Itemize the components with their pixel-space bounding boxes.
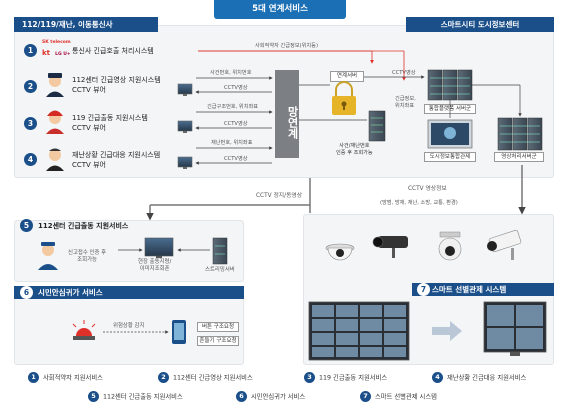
panel-6-btn1: 버튼 구조요청 [197,322,239,332]
firefighter-icon [46,110,64,134]
police-icon [46,73,64,97]
terminal-monitor-icon [144,237,174,258]
panel-5-server: 스트리밍서버 [205,267,235,273]
lock-icon [332,81,356,115]
officer-icon [38,242,58,270]
service-num-3: 3 [24,117,37,130]
diagram-title: 5대 연계서비스 [252,4,308,14]
flow-3-request: 긴급구조번호, 위치좌표 [207,104,259,110]
phone-icon [172,320,186,344]
siren-icon [72,320,96,340]
multi-view-monitor-right [483,301,547,356]
dome-camera-icon [325,243,355,261]
right-panel-header: 스마트시티 도시정보센터 [406,17,554,32]
flow-4-cctv: CCTV영상 [224,156,248,162]
flow-2-request: 사건번호, 위치번호 [210,70,252,76]
left-panel-header: 112/119/재난, 이동통신사 [14,17,158,32]
cctv-video-info-label: CCTV 영상정보 [408,186,447,192]
control-screen-label: 도시정보통합관제 [424,152,476,162]
service-1-label: 통신사 긴급호출 처리시스템 [72,47,154,55]
cctv-status-label: CCTV 정지/동영상 [256,193,303,199]
title-tab: 5대 연계서비스 [214,0,346,19]
platform-server-rack [427,69,473,101]
flow-4-request: 재난번호, 위치좌표 [211,140,253,146]
viewer-monitor-2 [177,83,193,96]
box-camera-icon [487,229,522,260]
panel-6-btn2: 흔들기 구조요청 [197,336,239,346]
panel-6-header-bar: 시민안심귀가 서비스 [14,286,244,299]
video-server-rack [497,117,543,151]
sk-logo: SK telecom [42,40,71,45]
video-server-label: 영상처리서버군 [494,152,544,162]
cctv-categories-label: (방범, 방재, 재난, 소방, 교통, 환경) [380,200,458,206]
panel-6-num: 6 [20,286,33,299]
right-emergency-info: 긴급정보, 위치좌표 [395,96,416,109]
lg-logo: LG U+ [55,52,71,57]
ptz-camera-icon [438,231,462,261]
network-link-block: 망연계 [275,70,299,158]
service-num-4: 4 [24,153,37,166]
flow-3-cctv: CCTV영상 [224,121,248,127]
auth-server-icon [368,110,386,142]
panel-7-num: 7 [417,283,430,296]
service-num-2: 2 [24,80,37,93]
panel-5-terminal: 현장 출동지령/ 이미지조회폰 [138,259,172,272]
panel-6-danger: 위험상황 감지 [113,323,145,329]
multi-view-monitor-left [308,301,410,361]
flow-top-label: 사회적약자 긴급정보(위치등) [255,43,318,49]
viewer-monitor-3 [177,120,193,133]
panel-5-header: 112센터 긴급출동 지원서비스 [38,222,129,230]
kt-logo: kt [42,49,51,57]
service-num-1: 1 [24,44,37,57]
viewer-monitor-4 [177,156,193,169]
panel-5-note: 신고접수 인증 후 조회가능 [68,250,107,263]
disaster-staff-icon [46,148,64,171]
telecom-logos: SK telecom kt LG U+ [42,40,71,64]
selection-arrow-icon [432,321,462,341]
flow-2-cctv: CCTV영상 [224,85,248,91]
bullet-camera-icon [372,236,408,258]
streaming-server-icon [212,237,228,265]
panel-5-num: 5 [20,219,33,232]
auth-note: 사건/재난번호 인증 후 조회가능 [336,143,373,156]
panel-7-header-bar: 스마트 선별관제 시스템 [412,283,554,296]
control-screen [427,119,473,149]
